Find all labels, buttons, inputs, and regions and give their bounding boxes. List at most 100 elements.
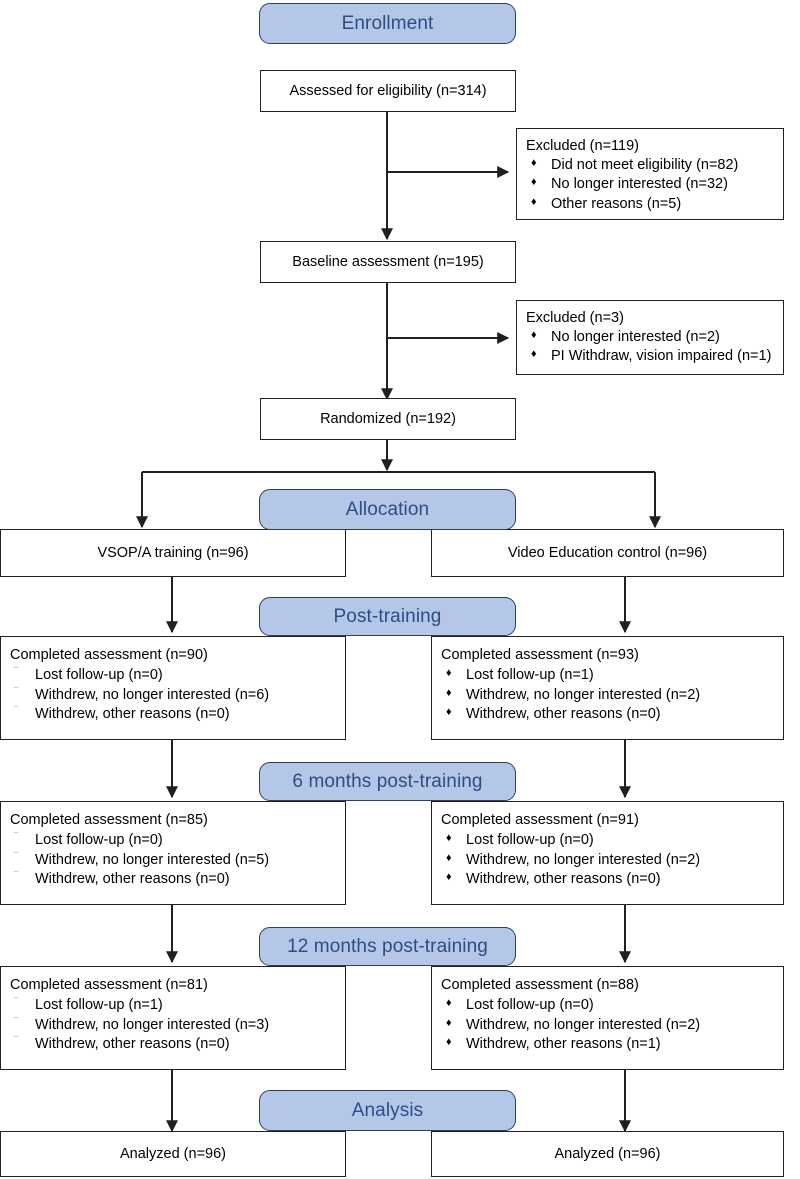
stage-banner-allocation: Allocation [259,489,516,530]
stage-banner-label: 6 months post-training [292,770,483,792]
list-item: ♦ Other reasons (n=5) [526,195,777,214]
list-item: ♦No longer interested (n=2) [526,328,777,347]
node-post-training-right: Completed assessment (n=93) ♦ Lost follow… [431,636,784,740]
post-training-right-list: ♦ Lost follow-up (n=1) ♦ Withdrew, no long… [441,666,777,724]
list-item: ♦ Did not meet eligibility (n=82) [526,156,777,175]
node-analysis-left: Analyzed (n=96) [0,1131,346,1177]
list-item: ¨ Withdrew, no longer interested (n=6) [10,683,339,705]
list-item-label: Did not meet eligibility (n=82) [551,157,739,173]
list-item-label: Lost follow-up (n=1) [466,667,594,684]
list-item: ♦ Withdrew, other reasons (n=0) [441,870,777,889]
stage-banner-label: Enrollment [341,12,434,34]
list-item-label: Lost follow-up (n=0) [35,832,163,849]
list-item: ♦ Withdrew, no longer interested (n=2) [441,686,777,705]
list-item-label: Lost follow-up (n=0) [466,997,594,1014]
node-label: Analyzed (n=96) [554,1146,661,1162]
node-allocation-left: VSOP/A training (n=96) [0,529,346,577]
list-item: ¨Withdrew, other reasons (n=0) [10,1033,339,1054]
diamond-bullet-icon: ♦ [446,667,452,680]
dotted-bullet-icon: ¨ [14,664,19,680]
dotted-bullet-icon: ¨ [14,829,19,845]
list-item: ¨ Withdrew, other reasons (n=0) [10,702,339,724]
box-head: Completed assessment (n=90) [10,647,208,663]
node-label: Analyzed (n=96) [120,1146,226,1162]
excluded-2-list: ♦No longer interested (n=2) ♦PI Withdraw… [526,328,777,367]
stage-banner-analysis: Analysis [259,1090,516,1131]
node-label: Baseline assessment (n=195) [292,254,484,270]
excluded-1-head: Excluded (n=119) [526,138,639,154]
diamond-bullet-icon: ♦ [446,705,452,718]
dotted-bullet-icon: ¨ [14,683,19,699]
list-item: ♦Withdrew, no longer interested (n=2) [441,1016,777,1035]
box-head: Completed assessment (n=85) [10,812,208,828]
list-item: ♦ Withdrew, other reasons (n=0) [441,705,777,724]
diamond-bullet-icon: ♦ [446,870,452,883]
list-item-label: Other reasons (n=5) [551,195,682,212]
node-assessed-for-eligibility: Assessed for eligibility (n=314) [260,70,516,112]
diamond-bullet-icon: ♦ [446,851,452,864]
list-item: ¨Lost follow-up (n=1) [10,994,339,1015]
excluded-1-list: ♦ Did not meet eligibility (n=82) ♦ No lon… [526,156,777,214]
box-head: Completed assessment (n=91) [441,812,639,828]
stage-banner-label: Post-training [333,605,442,627]
six-months-left-list: ¨ Lost follow-up (n=0) ¨ Withdrew, no long… [10,829,339,889]
stage-banner-enrollment: Enrollment [259,3,516,44]
node-twelve-months-left: Completed assessment (n=81) ¨Lost follow… [0,966,346,1070]
node-allocation-right: Video Education control (n=96) [431,529,784,577]
list-item-label: Withdrew, other reasons (n=0) [35,705,230,722]
list-item: ¨Lost follow-up (n=0) [10,664,339,685]
node-label: Assessed for eligibility (n=314) [289,83,487,99]
stage-banner-label: Analysis [351,1099,424,1121]
node-label: Randomized (n=192) [320,411,456,427]
dotted-bullet-icon: ¨ [14,867,19,883]
diamond-bullet-icon: ♦ [531,348,537,361]
excluded-2-head: Excluded (n=3) [526,310,624,326]
diamond-bullet-icon: ♦ [531,176,537,189]
node-baseline-assessment: Baseline assessment (n=195) [260,241,516,283]
diamond-bullet-icon: ♦ [446,686,452,699]
list-item: ♦PI Withdraw, vision impaired (n=1) [526,347,777,366]
stage-banner-six-months: 6 months post-training [259,762,516,801]
list-item: ¨ Lost follow-up (n=0) [10,829,339,850]
diamond-bullet-icon: ♦ [531,195,537,208]
stage-banner-label: Allocation [345,498,430,520]
list-item: ¨ Withdrew, other reasons (n=0) [10,867,339,889]
diamond-bullet-icon: ♦ [446,832,452,845]
list-item-label: Withdrew, other reasons (n=0) [35,1035,230,1052]
list-item-label: Withdrew, no longer interested (n=3) [35,1016,270,1033]
list-item-label: No longer interested (n=32) [551,176,728,193]
box-head: Completed assessment (n=93) [441,647,639,663]
list-item-label: Withdrew, other reasons (n=0) [466,705,661,722]
list-item: ¨ Withdrew, no longer interested (n=3) [10,1013,339,1035]
list-item: ♦Withdrew, other reasons (n=1) [441,1035,777,1054]
list-item: ♦Lost follow-up (n=0) [441,831,777,850]
list-item-label: Lost follow-up (n=1) [35,997,163,1014]
post-training-left-list: ¨Lost follow-up (n=0) ¨ Withdrew, no long… [10,664,339,724]
list-item-label: Withdrew, no longer interested (n=2) [466,686,701,703]
dotted-bullet-icon: ¨ [14,848,19,864]
list-item-label: Withdrew, no longer interested (n=2) [466,1016,701,1033]
diamond-bullet-icon: ♦ [531,157,537,169]
six-months-right-list: ♦Lost follow-up (n=0) ♦Withdrew, no long… [441,831,777,889]
node-excluded-2: Excluded (n=3) ♦No longer interested (n=… [516,300,784,375]
diamond-bullet-icon: ♦ [446,1035,452,1048]
list-item-label: Withdrew, other reasons (n=0) [35,870,230,887]
dotted-bullet-icon: ¨ [14,1013,19,1029]
twelve-months-right-list: ♦Lost follow-up (n=0) ♦Withdrew, no long… [441,996,777,1054]
list-item: ♦ No longer interested (n=32) [526,175,777,194]
list-item: ♦Withdrew, no longer interested (n=2) [441,851,777,870]
dotted-bullet-icon: ¨ [14,702,19,718]
node-post-training-left: Completed assessment (n=90) ¨Lost follow… [0,636,346,740]
node-label: Video Education control (n=96) [507,545,708,561]
list-item-label: Withdrew, no longer interested (n=6) [35,686,270,703]
stage-banner-post-training: Post-training [259,597,516,636]
diamond-bullet-icon: ♦ [446,997,452,1010]
node-analysis-right: Analyzed (n=96) [431,1131,784,1177]
box-head: Completed assessment (n=88) [441,977,639,993]
node-excluded-1: Excluded (n=119) ♦ Did not meet eligibili… [516,128,784,220]
list-item-label: Withdrew, other reasons (n=0) [466,870,661,887]
box-head: Completed assessment (n=81) [10,977,208,993]
list-item-label: Withdrew, no longer interested (n=5) [35,851,270,868]
stage-banner-twelve-months: 12 months post-training [259,927,516,966]
